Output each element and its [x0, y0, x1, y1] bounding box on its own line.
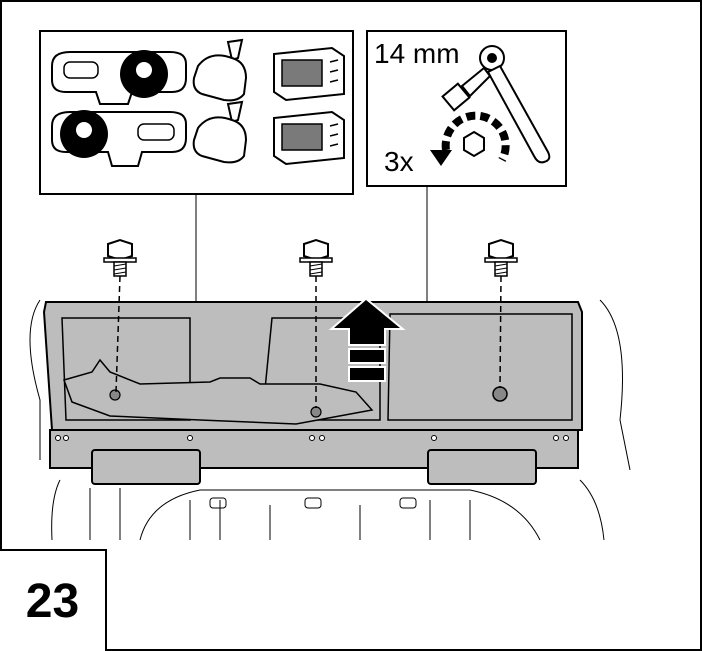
- head-unit-icon: [273, 46, 345, 102]
- lift-up-arrow-icon: [328, 297, 406, 382]
- bolt-icon: [484, 238, 518, 277]
- bolt-icon: [103, 238, 137, 277]
- tool-size-label: 14 mm: [374, 38, 460, 69]
- step-number: 23: [25, 574, 80, 628]
- vehicle-structure: [29, 299, 631, 541]
- counterclockwise-arrow-icon: [430, 111, 510, 166]
- head-unit-icon: [273, 110, 345, 166]
- rear-view-mirror-icon: [192, 100, 248, 164]
- bolt-count-label: 3x: [384, 146, 414, 177]
- rear-view-mirror-icon: [192, 38, 248, 102]
- panel: [42, 301, 583, 485]
- bolt-icon: [299, 238, 333, 277]
- step-number-box: 23: [0, 549, 107, 651]
- dashboard-rhd-icon: [51, 110, 187, 167]
- ratchet-wrench-icon: [441, 45, 551, 164]
- dashboard-lhd-icon: [51, 50, 187, 105]
- tool-box: [366, 30, 567, 187]
